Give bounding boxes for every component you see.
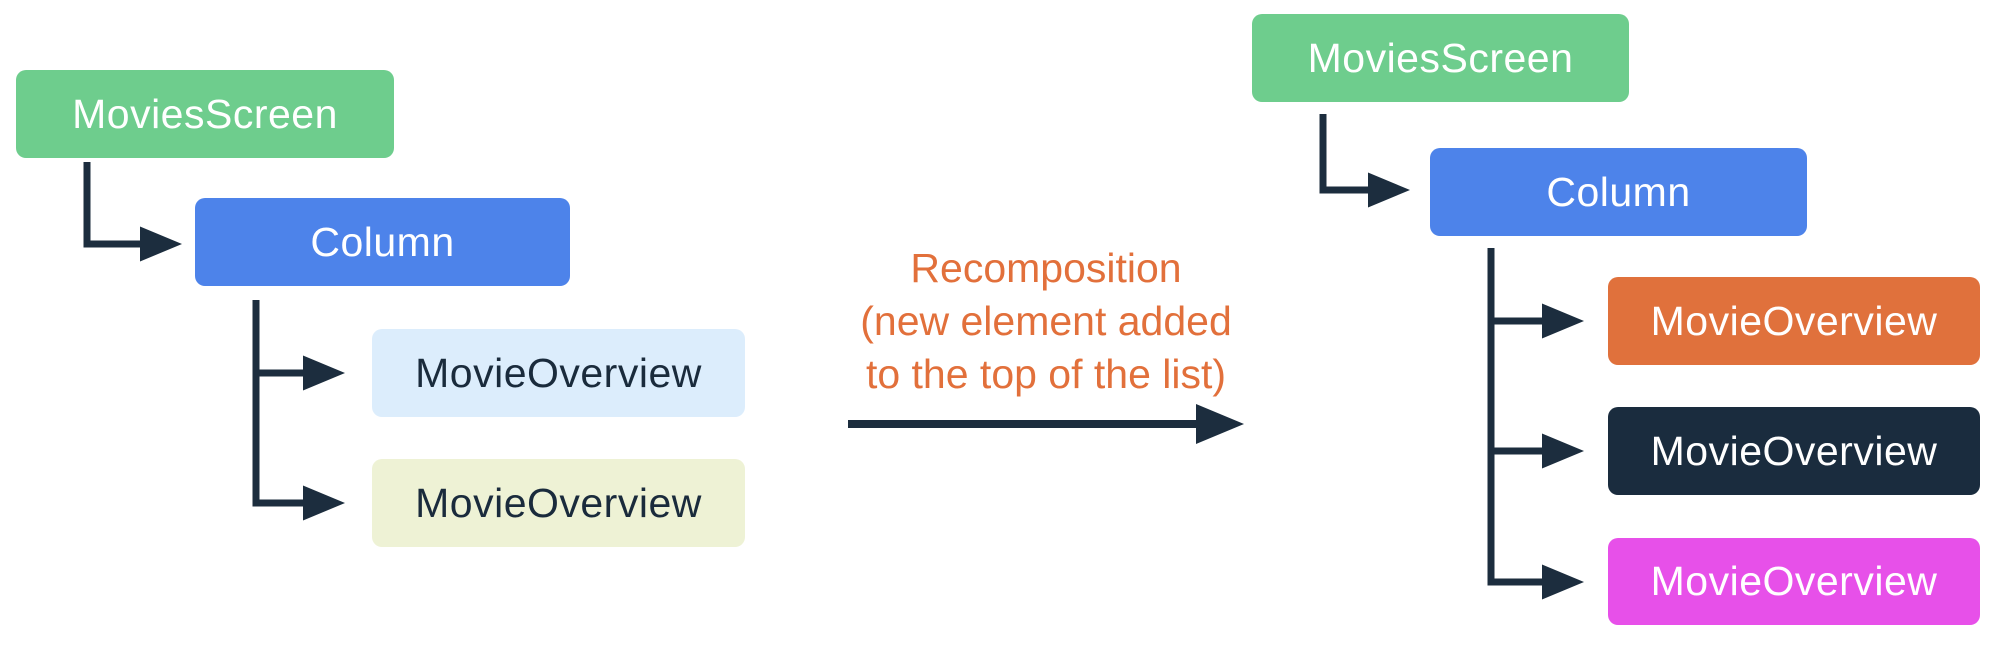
node-left-movieoverview-2: MovieOverview <box>372 459 745 547</box>
connector-right-root-to-column <box>1319 114 1410 208</box>
node-right-column: Column <box>1430 148 1807 236</box>
node-right-movieoverview-3: MovieOverview <box>1608 538 1980 625</box>
node-label: MovieOverview <box>415 349 702 396</box>
node-right-moviesscreen: MoviesScreen <box>1252 14 1629 102</box>
node-label: Column <box>1546 168 1691 215</box>
connector-left-root-to-column <box>83 162 182 262</box>
node-left-column: Column <box>195 198 570 286</box>
node-right-movieoverview-2: MovieOverview <box>1608 407 1980 495</box>
recomposition-caption: Recomposition (new element added to the … <box>836 242 1256 401</box>
node-left-moviesscreen: MoviesScreen <box>16 70 394 158</box>
caption-line-1: Recomposition <box>910 245 1182 291</box>
connector-right-column-to-movieoverview-3 <box>1487 248 1584 600</box>
node-label: MovieOverview <box>1650 297 1938 344</box>
caption-line-3: to the top of the list) <box>865 351 1227 397</box>
node-right-movieoverview-1: MovieOverview <box>1608 277 1980 365</box>
caption-line-2: (new element added <box>860 298 1232 344</box>
node-label: MoviesScreen <box>72 90 338 137</box>
node-label: MovieOverview <box>1650 558 1938 604</box>
node-label: MovieOverview <box>1650 427 1938 474</box>
node-label: MoviesScreen <box>1307 34 1574 81</box>
node-left-movieoverview-1: MovieOverview <box>372 329 745 417</box>
node-label: Column <box>310 218 455 265</box>
node-label: MovieOverview <box>415 479 702 526</box>
connector-left-column-to-movieoverview-2 <box>252 300 345 521</box>
